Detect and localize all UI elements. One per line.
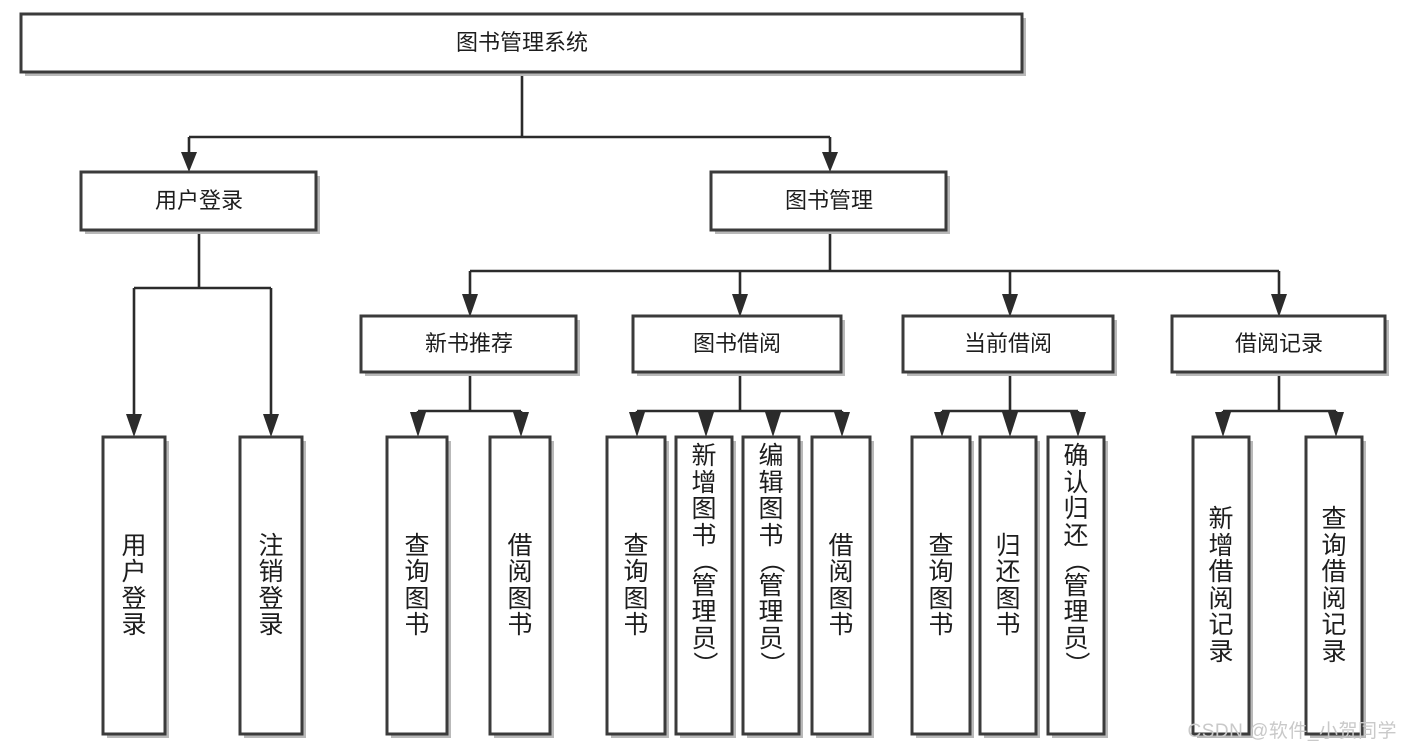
arrow-to-leaf-add-book xyxy=(698,412,714,437)
arrow-to-leaf-confirm-return xyxy=(1070,412,1086,437)
node-box-new-book-rec[interactable] xyxy=(359,314,578,374)
node-box-leaf-add-book[interactable] xyxy=(674,435,734,736)
arrow-to-leaf-edit-book xyxy=(765,412,781,437)
label-current-borrow: 当前借阅 xyxy=(964,331,1052,356)
node-box-leaf-query-book-3[interactable] xyxy=(910,435,972,736)
arrow-to-leaf-query-book-1 xyxy=(410,412,426,437)
arrow-to-leaf-borrow-book-2 xyxy=(834,412,850,437)
label-user-login: 用户登录 xyxy=(155,188,243,213)
node-box-leaf-query-record[interactable] xyxy=(1304,435,1364,736)
arrow-to-leaf-borrow-book-1 xyxy=(513,412,529,437)
arrow-to-leaf-query-book-2 xyxy=(629,412,645,437)
label-book-borrow: 图书借阅 xyxy=(693,331,781,356)
node-box-leaf-edit-book[interactable] xyxy=(741,435,801,736)
node-box-user-login[interactable] xyxy=(79,170,318,232)
horizontal-label-group: 图书管理系统 用户登录 图书管理 新书推荐 图书借阅 当前借阅 借阅记录 xyxy=(155,30,1323,356)
arrow-to-leaf-add-record xyxy=(1215,412,1231,437)
label-borrow-record: 借阅记录 xyxy=(1235,331,1323,356)
arrow-to-book-borrow xyxy=(732,294,748,317)
arrow-to-current-borrow xyxy=(1002,294,1018,317)
node-box-leaf-query-book-2[interactable] xyxy=(605,435,667,736)
label-new-book-rec: 新书推荐 xyxy=(425,331,513,356)
arrow-to-leaf-query-record xyxy=(1328,412,1344,437)
node-box-book-manage[interactable] xyxy=(709,170,948,232)
node-box-root[interactable] xyxy=(19,12,1024,74)
node-box-current-borrow[interactable] xyxy=(901,314,1115,374)
node-box-group xyxy=(19,12,1389,738)
arrow-to-book-manage xyxy=(822,152,838,172)
arrow-to-leaf-query-book-3 xyxy=(934,412,950,437)
node-box-leaf-query-book-1[interactable] xyxy=(385,435,449,736)
node-box-book-borrow[interactable] xyxy=(631,314,843,374)
arrow-to-borrow-record xyxy=(1271,294,1287,317)
arrow-to-user-login xyxy=(181,152,197,172)
node-box-leaf-return-book[interactable] xyxy=(978,435,1038,736)
arrow-to-leaf-user-login xyxy=(126,414,142,437)
connector-group xyxy=(126,74,1344,437)
arrow-to-new-book-rec xyxy=(462,294,478,317)
node-box-borrow-record[interactable] xyxy=(1170,314,1387,374)
node-box-leaf-user-logout[interactable] xyxy=(238,435,304,736)
arrow-to-leaf-user-logout xyxy=(263,414,279,437)
arrow-to-leaf-return-book xyxy=(1002,412,1018,437)
node-box-leaf-add-record[interactable] xyxy=(1191,435,1251,736)
node-box-leaf-borrow-book-1[interactable] xyxy=(488,435,552,736)
label-book-manage: 图书管理 xyxy=(785,188,873,213)
node-box-leaf-user-login[interactable] xyxy=(101,435,167,736)
label-root: 图书管理系统 xyxy=(456,30,588,55)
node-box-leaf-borrow-book-2[interactable] xyxy=(810,435,872,736)
csdn-watermark: CSDN @软件_小贺同学 xyxy=(1187,721,1397,742)
node-box-leaf-confirm-return[interactable] xyxy=(1046,435,1106,736)
